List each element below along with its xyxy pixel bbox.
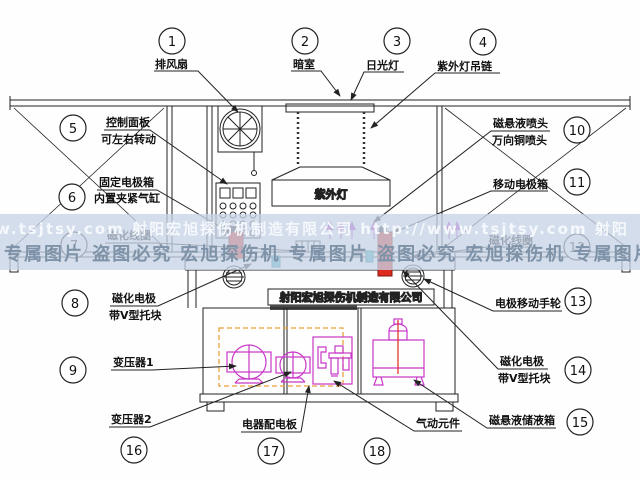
svg-text:固定电极箱: 固定电极箱 xyxy=(99,175,154,189)
svg-text:8: 8 xyxy=(71,297,79,312)
uv-lamp-text: 紫外灯 xyxy=(315,187,348,201)
watermark-notice-line: 专属图片 盗图必究 宏旭探伤机 专属图片 盗图必究 宏旭探伤机 专属图片 xyxy=(4,244,640,265)
callout-18: 18 气动元件 xyxy=(333,380,462,465)
canopy-beam xyxy=(9,96,631,110)
callout-9: 9 变压器1 xyxy=(59,355,237,384)
svg-text:磁化电极: 磁化电极 xyxy=(500,354,545,368)
svg-text:13: 13 xyxy=(570,295,587,310)
svg-text:万向铜喷头: 万向铜喷头 xyxy=(491,133,547,147)
svg-text:1: 1 xyxy=(168,35,176,50)
lamp-hanger-bar xyxy=(285,103,375,113)
svg-text:排风扇: 排风扇 xyxy=(155,57,188,71)
callout-11: 11 移动电极箱 xyxy=(392,168,591,234)
callout-16: 16 变压器2 xyxy=(109,371,292,464)
watermark-url-line: w.tsjtsy.com 射阳宏旭探伤机制造有限公司 http://www.ts… xyxy=(0,220,629,238)
svg-text:10: 10 xyxy=(569,124,586,139)
nameplate-text: 射阳宏旭探伤机制造有限公司 xyxy=(279,290,423,304)
svg-text:18: 18 xyxy=(369,445,386,460)
svg-text:内置夹紧气缸: 内置夹紧气缸 xyxy=(94,191,160,205)
svg-text:11: 11 xyxy=(569,176,586,191)
callout-10: 10 磁悬液喷头 万向铜喷头 xyxy=(373,116,591,223)
svg-text:17: 17 xyxy=(263,445,280,460)
svg-text:2: 2 xyxy=(301,35,309,50)
svg-text:变压器1: 变压器1 xyxy=(113,355,154,369)
svg-text:磁悬液喷头: 磁悬液喷头 xyxy=(493,116,548,130)
svg-text:14: 14 xyxy=(570,364,587,379)
uv-lamp-assembly: 紫外灯 xyxy=(271,103,391,207)
transformer-frame xyxy=(218,327,344,387)
svg-text:15: 15 xyxy=(572,416,589,431)
callout-6: 6 固定电极箱 内置夹紧气缸 xyxy=(58,175,232,234)
svg-text:气动元件: 气动元件 xyxy=(415,416,460,430)
svg-text:16: 16 xyxy=(126,444,143,459)
svg-text:3: 3 xyxy=(393,35,401,50)
svg-text:紫外灯吊链: 紫外灯吊链 xyxy=(437,59,493,73)
cabinet-base xyxy=(199,393,459,403)
svg-text:电器配电板: 电器配电板 xyxy=(242,417,298,431)
svg-text:日光灯: 日光灯 xyxy=(366,58,399,72)
transformer-2 xyxy=(275,351,311,383)
callout-3: 3 日光灯 xyxy=(350,27,411,101)
svg-text:6: 6 xyxy=(68,191,76,206)
svg-text:磁化电极: 磁化电极 xyxy=(112,291,157,305)
svg-text:9: 9 xyxy=(69,364,77,379)
support-posts xyxy=(13,106,627,252)
callout-17: 17 电器配电板 xyxy=(241,385,311,465)
svg-text:磁悬液储液箱: 磁悬液储液箱 xyxy=(489,413,555,427)
suspension-storage-tank xyxy=(372,318,425,386)
uv-lamp-housing xyxy=(271,179,391,207)
svg-text:4: 4 xyxy=(479,36,487,51)
svg-text:移动电极箱: 移动电极箱 xyxy=(493,177,548,191)
svg-text:控制面板: 控制面板 xyxy=(106,115,151,129)
svg-text:可左右转动: 可左右转动 xyxy=(101,132,156,146)
watermark-band: w.tsjtsy.com 射阳宏旭探伤机制造有限公司 http://www.ts… xyxy=(0,214,640,270)
svg-text:电极移动手轮: 电极移动手轮 xyxy=(495,296,561,310)
callout-15: 15 磁悬液储液箱 xyxy=(413,379,594,436)
callout-5: 5 控制面板 可左右转动 xyxy=(59,114,228,185)
svg-text:带V型托块: 带V型托块 xyxy=(109,308,163,322)
exhaust-fan xyxy=(217,105,263,176)
svg-text:暗室: 暗室 xyxy=(293,57,315,71)
callout-4: 4 紫外灯吊链 xyxy=(370,28,500,129)
nameplate: 射阳宏旭探伤机制造有限公司 xyxy=(267,288,435,310)
callout-14: 14 磁化电极 带V型托块 xyxy=(402,270,592,385)
callout-13: 13 电极移动手轮 xyxy=(423,278,592,315)
fan-pull-knob xyxy=(251,170,257,176)
callout-8: 8 磁化电极 带V型托块 xyxy=(61,263,252,322)
callout-2: 2 暗室 xyxy=(291,27,341,97)
callout-1: 1 排风扇 xyxy=(154,27,239,113)
svg-text:5: 5 xyxy=(69,122,77,137)
svg-text:变压器2: 变压器2 xyxy=(111,412,152,426)
pneumatic-unit xyxy=(312,336,353,385)
transformer-1 xyxy=(226,344,272,384)
svg-text:带V型托块: 带V型托块 xyxy=(498,371,552,385)
lower-cabinet xyxy=(199,307,459,412)
